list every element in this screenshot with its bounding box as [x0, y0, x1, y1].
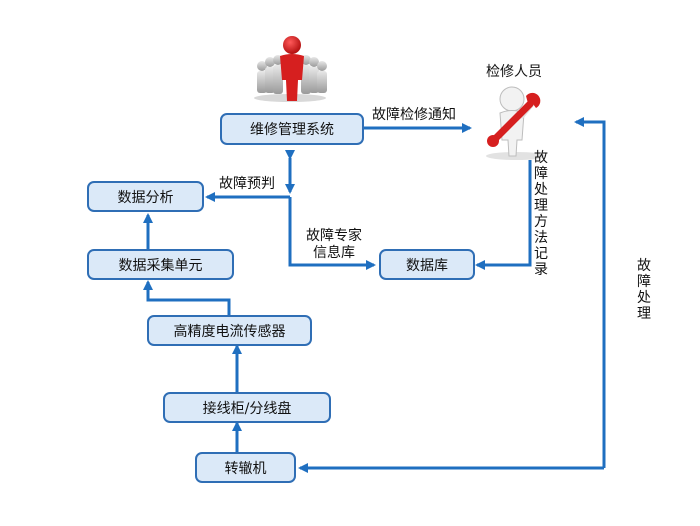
- fault-prediction-label: 故障预判: [219, 176, 275, 192]
- junction-box: 接线柜/分线盘: [163, 392, 331, 423]
- connector-arrows: [143, 117, 606, 473]
- repair-notice-label: 故障检修通知: [372, 107, 456, 123]
- data-acquisition-unit-box: 数据采集单元: [87, 249, 234, 280]
- fault-handling-record-label: 故障处理方法记录: [534, 150, 548, 278]
- repair-personnel-label: 检修人员: [486, 64, 542, 80]
- expert-info-label-line2: 信息库: [313, 245, 355, 261]
- crowd-figures-icon: [254, 36, 327, 102]
- current-sensor-box: 高精度电流传感器: [147, 315, 312, 346]
- maintenance-management-system-box: 维修管理系统: [220, 113, 364, 145]
- expert-info-label-line1: 故障专家: [306, 228, 362, 244]
- fault-handling-label: 故障处理: [637, 258, 651, 322]
- repair-person-icon: [486, 86, 546, 160]
- database-box: 数据库: [379, 249, 475, 280]
- turning-gear-box: 转辙机: [195, 452, 296, 483]
- data-analysis-box: 数据分析: [87, 181, 204, 212]
